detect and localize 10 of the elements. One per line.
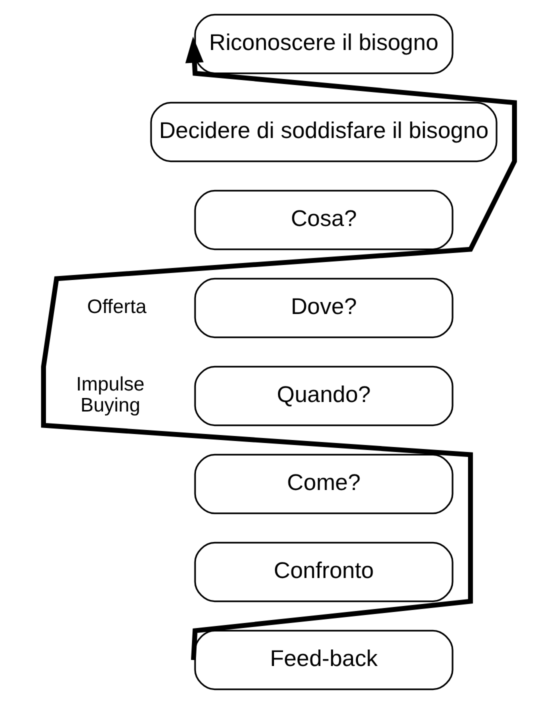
- label: Impulse Buying: [76, 373, 144, 417]
- node-box: Decidere di soddisfare il bisogno: [150, 102, 497, 162]
- node-box: Quando?: [194, 366, 453, 426]
- node-box: Come?: [194, 454, 453, 514]
- node-box: Dove?: [194, 278, 453, 338]
- node-box: Riconoscere il bisogno: [194, 14, 453, 74]
- label: Offerta: [86, 296, 146, 318]
- node-box: Cosa?: [194, 190, 453, 250]
- node-box: Feed-back: [194, 630, 453, 690]
- node-box: Confronto: [194, 542, 453, 602]
